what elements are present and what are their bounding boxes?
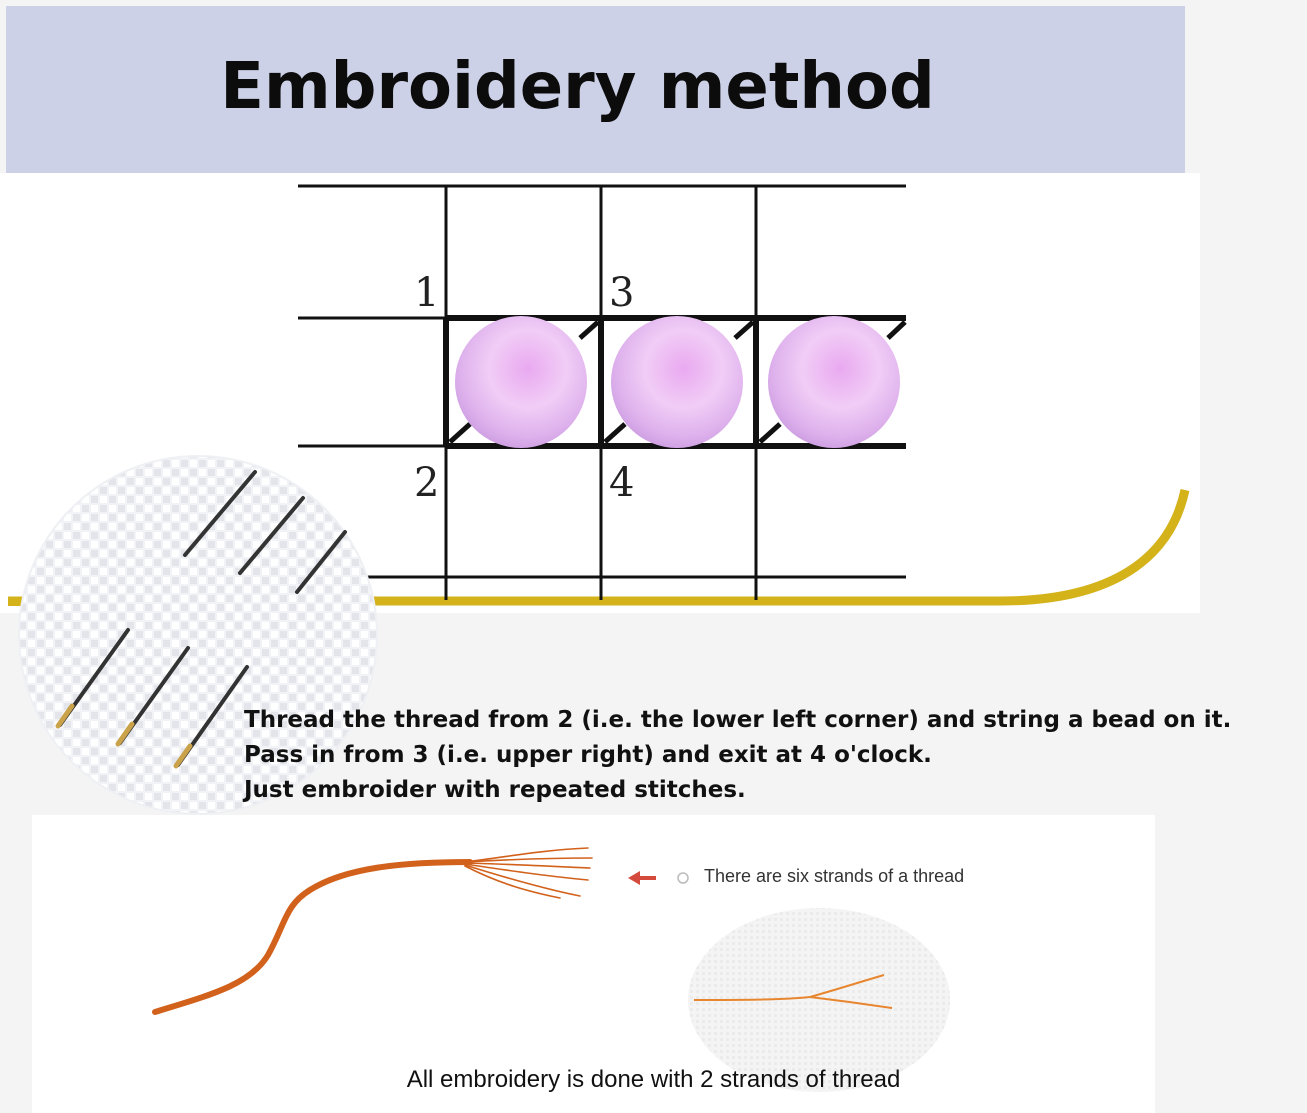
grid-label-4: 4 <box>609 460 634 506</box>
bead-2 <box>611 316 743 448</box>
caption: All embroidery is done with 2 strands of… <box>406 1066 901 1093</box>
beads <box>455 316 900 448</box>
fabric-needles-image <box>18 455 378 815</box>
thread-panel <box>32 815 1155 1113</box>
instruction-line: Pass in from 3 (i.e. upper right) and ex… <box>244 742 932 768</box>
two-strand-thread-icon <box>693 974 893 1009</box>
bead-3 <box>768 316 900 448</box>
page-title: Embroidery method <box>220 50 935 124</box>
mesh-fabric-image <box>688 908 950 1092</box>
gold-swoosh <box>8 489 1190 606</box>
thread-illustration <box>152 847 950 1092</box>
bead-1 <box>455 316 587 448</box>
six-strands-note: There are six strands of a thread <box>704 866 965 886</box>
bead-stitch-diagram: 1 3 2 4 <box>8 184 1190 815</box>
arrow-left-icon <box>628 871 640 885</box>
grid-label-2: 2 <box>414 460 439 506</box>
grid-label-3: 3 <box>609 270 634 316</box>
bullet-icon <box>677 872 689 884</box>
grid-label-1: 1 <box>414 270 439 316</box>
thread-icon <box>152 859 473 1015</box>
instruction-line: Thread the thread from 2 (i.e. the lower… <box>244 707 1232 733</box>
instructions: Thread the thread from 2 (i.e. the lower… <box>244 703 1231 808</box>
instruction-line: Just embroider with repeated stitches. <box>244 777 746 803</box>
stitch-marks <box>448 320 907 444</box>
header-banner: Embroidery method <box>6 6 1185 173</box>
